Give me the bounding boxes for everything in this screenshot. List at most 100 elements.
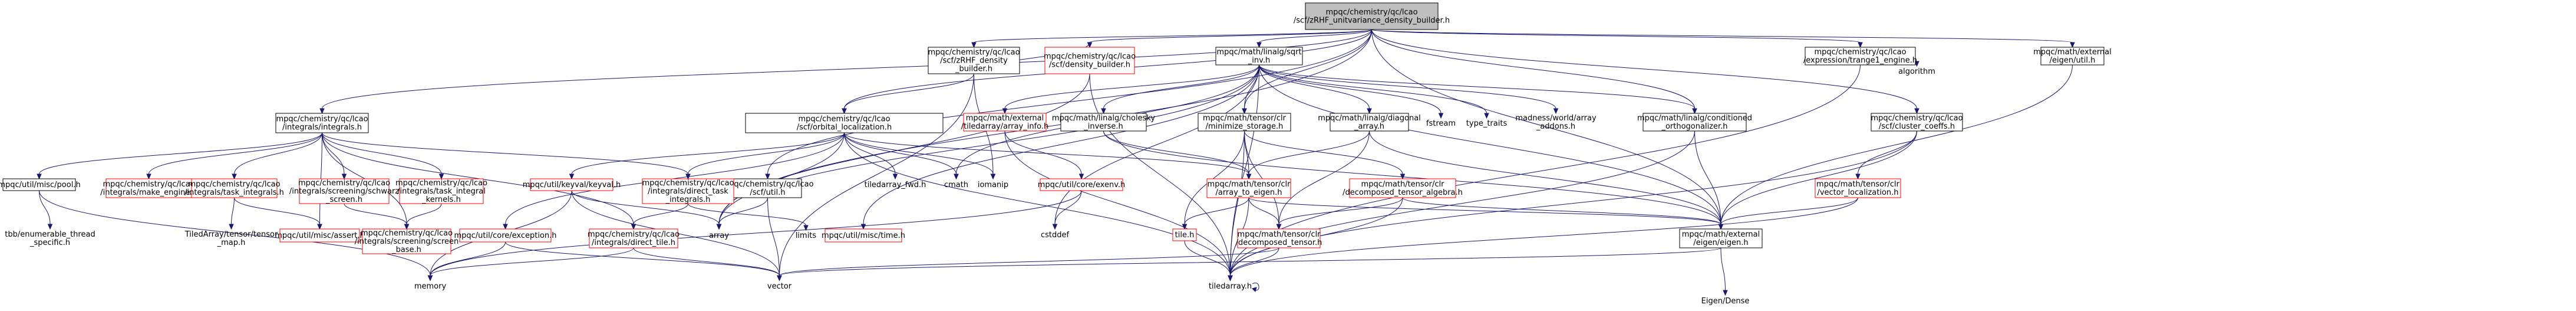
include-node-n29[interactable]: mpqc/util/core/exenv.h bbox=[1038, 178, 1126, 191]
node-label-line: mpqc/chemistry/qc/lcao bbox=[928, 48, 1020, 57]
node-box bbox=[399, 178, 484, 204]
include-node-n7[interactable]: mpqc/chemistry/qc/lcao/scf/util.h bbox=[721, 178, 814, 198]
node-box bbox=[1060, 113, 1147, 132]
edge-n3-n9 bbox=[1002, 64, 1259, 114]
include-node-n34: TiledArray/tensor/tensor_map.h bbox=[184, 230, 278, 247]
include-node-n3[interactable]: mpqc/math/linalg/sqrt_inv.h bbox=[1215, 47, 1303, 66]
node-label-line: /scf/density_builder.h bbox=[1049, 61, 1130, 70]
include-node-n38[interactable]: mpqc/chemistry/qc/lcao/integrals/direct_… bbox=[588, 228, 680, 248]
include-node-n4[interactable]: mpqc/chemistry/qc/lcao/expression/trange… bbox=[1803, 47, 1917, 66]
include-node-n31[interactable]: mpqc/math/tensor/clr/decomposed_tensor_a… bbox=[1343, 178, 1463, 198]
node-box bbox=[1040, 178, 1123, 191]
edge-root-n4 bbox=[1371, 29, 1863, 48]
include-node-n1[interactable]: mpqc/chemistry/qc/lcao/integrals/integra… bbox=[275, 113, 369, 133]
include-node-n11[interactable]: mpqc/math/tensor/clr/minimize_storage.h bbox=[1198, 113, 1291, 132]
node-box bbox=[275, 113, 369, 133]
include-node-n6[interactable]: mpqc/chemistry/qc/lcao/scf/orbital_local… bbox=[745, 113, 944, 133]
include-node-n21[interactable]: mpqc/chemistry/qc/lcao/integrals/task_in… bbox=[184, 178, 284, 198]
node-label-line: /scf/zRHF_unitvariance_density_builder.h bbox=[1294, 17, 1450, 25]
node-label-line: _base.h bbox=[391, 245, 421, 254]
node-label-line: mpqc/util/misc/time.h bbox=[822, 231, 905, 240]
include-node-n25[interactable]: mpqc/chemistry/qc/lcao/integrals/direct_… bbox=[642, 178, 734, 204]
node-box bbox=[1305, 2, 1439, 30]
node-box bbox=[1172, 228, 1197, 241]
edge-n3-n13 bbox=[1259, 64, 1444, 119]
include-node-n37[interactable]: mpqc/util/core/exception.h bbox=[454, 228, 557, 243]
include-node-n35[interactable]: mpqc/util/misc/assert.h bbox=[275, 228, 365, 243]
node-label-line: TiledArray/tensor/tensor bbox=[184, 230, 278, 239]
node-label-line: mpqc/math/external bbox=[966, 114, 1044, 123]
edge-n3-n15 bbox=[1259, 64, 1559, 114]
include-node-n39: array bbox=[709, 231, 729, 240]
include-node-n30[interactable]: mpqc/math/tensor/clr/array_to_eigen.h bbox=[1206, 178, 1291, 198]
include-node-n20[interactable]: mpqc/chemistry/qc/lcao/integrals/make_en… bbox=[100, 178, 197, 198]
edge-n45-n47 bbox=[777, 247, 1721, 281]
edge-n6-n26 bbox=[844, 132, 898, 180]
include-node-n24[interactable]: mpqc/util/keyval/keyval.h bbox=[523, 178, 621, 191]
include-node-n19[interactable]: mpqc/util/misc/pool.h bbox=[0, 178, 81, 191]
edge-n22-n36 bbox=[344, 203, 410, 230]
node-label-line: mpqc/math/tensor/clr bbox=[1816, 180, 1900, 189]
include-node-n44[interactable]: mpqc/math/tensor/clr/decomposed_tensor.h bbox=[1236, 228, 1322, 248]
edge-root-n5 bbox=[1371, 29, 2075, 48]
include-node-n2[interactable]: mpqc/chemistry/qc/lcao/scf/zRHF_density_… bbox=[928, 47, 1020, 74]
edge-n1-n23 bbox=[322, 132, 444, 180]
node-label-line: mpqc/math/tensor/clr bbox=[1238, 230, 1321, 239]
node-box bbox=[963, 113, 1047, 132]
edge-n9-n29 bbox=[1004, 130, 1084, 180]
include-node-n23[interactable]: mpqc/chemistry/qc/lcao/integrals/task_in… bbox=[395, 178, 487, 204]
include-node-n26: tiledarray_fwd.h bbox=[865, 181, 926, 189]
edge-n43-n48 bbox=[1184, 240, 1233, 281]
include-node-n32[interactable]: mpqc/math/tensor/clr/vector_localization… bbox=[1815, 178, 1901, 198]
edge-n1-n21 bbox=[232, 132, 322, 180]
node-label-line: mpqc/math/tensor/clr bbox=[1361, 180, 1445, 189]
edge-n6-n27 bbox=[844, 132, 959, 180]
edge-n25-n38 bbox=[631, 203, 688, 230]
include-node-n22[interactable]: mpqc/chemistry/qc/lcao/integrals/screeni… bbox=[289, 178, 399, 204]
node-box bbox=[1237, 228, 1321, 248]
node-label-line: mpqc/math/external bbox=[2033, 48, 2112, 57]
edge-n6-n25 bbox=[685, 132, 845, 180]
edge-root-n2 bbox=[971, 29, 1372, 48]
include-node-n10[interactable]: mpqc/math/linalg/cholesky_inverse.h bbox=[1052, 113, 1156, 132]
include-node-n45[interactable]: mpqc/math/external/eigen/eigen.h bbox=[1679, 228, 1763, 248]
node-box bbox=[362, 228, 451, 254]
node-label-line: /integrals/task_integral bbox=[397, 187, 486, 196]
include-node-n41[interactable]: mpqc/util/misc/time.h bbox=[822, 228, 905, 243]
edge-n2-n47 bbox=[777, 73, 974, 281]
node-label-line: Eigen/Dense bbox=[1701, 297, 1750, 306]
node-box bbox=[824, 228, 902, 243]
include-node-n43[interactable]: tile.h bbox=[1172, 228, 1197, 241]
node-label-line: /scf/zRHF_density bbox=[940, 57, 1008, 66]
edge-root-n3 bbox=[1256, 29, 1372, 48]
node-label-line: cmath bbox=[944, 181, 968, 189]
node-label-line: mpqc/math/linalg/sqrt bbox=[1216, 48, 1301, 57]
node-label-line: _inverse.h bbox=[1083, 122, 1123, 131]
node-box bbox=[1805, 47, 1916, 66]
node-label-line: mpqc/chemistry/qc/lcao bbox=[103, 180, 194, 189]
include-node-n36[interactable]: mpqc/chemistry/qc/lcao/integrals/screeni… bbox=[355, 228, 459, 254]
node-label-line: fstream bbox=[1426, 119, 1456, 128]
edge-n5-n45 bbox=[1718, 64, 2073, 230]
node-label-line: tiledarray_fwd.h bbox=[865, 181, 926, 189]
include-node-n9[interactable]: mpqc/math/external/tiledarray/array_info… bbox=[961, 113, 1049, 132]
node-label-line: algorithm bbox=[1898, 67, 1935, 76]
node-label-line: mpqc/chemistry/qc/lcao bbox=[642, 179, 734, 188]
node-label-line: /scf/orbital_localization.h bbox=[797, 123, 892, 132]
include-node-n17[interactable]: mpqc/chemistry/qc/lcao/scf/cluster_coeff… bbox=[1871, 113, 1963, 132]
node-label-line: mpqc/chemistry/qc/lcao bbox=[798, 115, 890, 124]
edge-n16-n45 bbox=[1694, 130, 1724, 230]
node-label-line: mpqc/util/misc/assert.h bbox=[275, 231, 365, 240]
include-node-n8[interactable]: mpqc/chemistry/qc/lcao/scf/density_build… bbox=[1044, 47, 1136, 74]
node-box bbox=[1679, 228, 1763, 248]
include-node-n48: tiledarray.h bbox=[1209, 282, 1252, 291]
node-box bbox=[642, 178, 734, 204]
include-node-n5[interactable]: mpqc/math/external/eigen/util.h bbox=[2033, 47, 2112, 66]
node-label-line: mpqc/chemistry/qc/lcao bbox=[1325, 8, 1417, 17]
node-label-line: _addons.h bbox=[1536, 122, 1575, 131]
node-label-line: _map.h bbox=[217, 238, 246, 247]
node-box bbox=[733, 178, 802, 198]
include-node-n16[interactable]: mpqc/math/linalg/conditioned_orthogonali… bbox=[1637, 113, 1752, 132]
include-node-n12[interactable]: mpqc/math/linalg/diagonal_array.h bbox=[1318, 113, 1421, 132]
node-box bbox=[589, 228, 678, 248]
